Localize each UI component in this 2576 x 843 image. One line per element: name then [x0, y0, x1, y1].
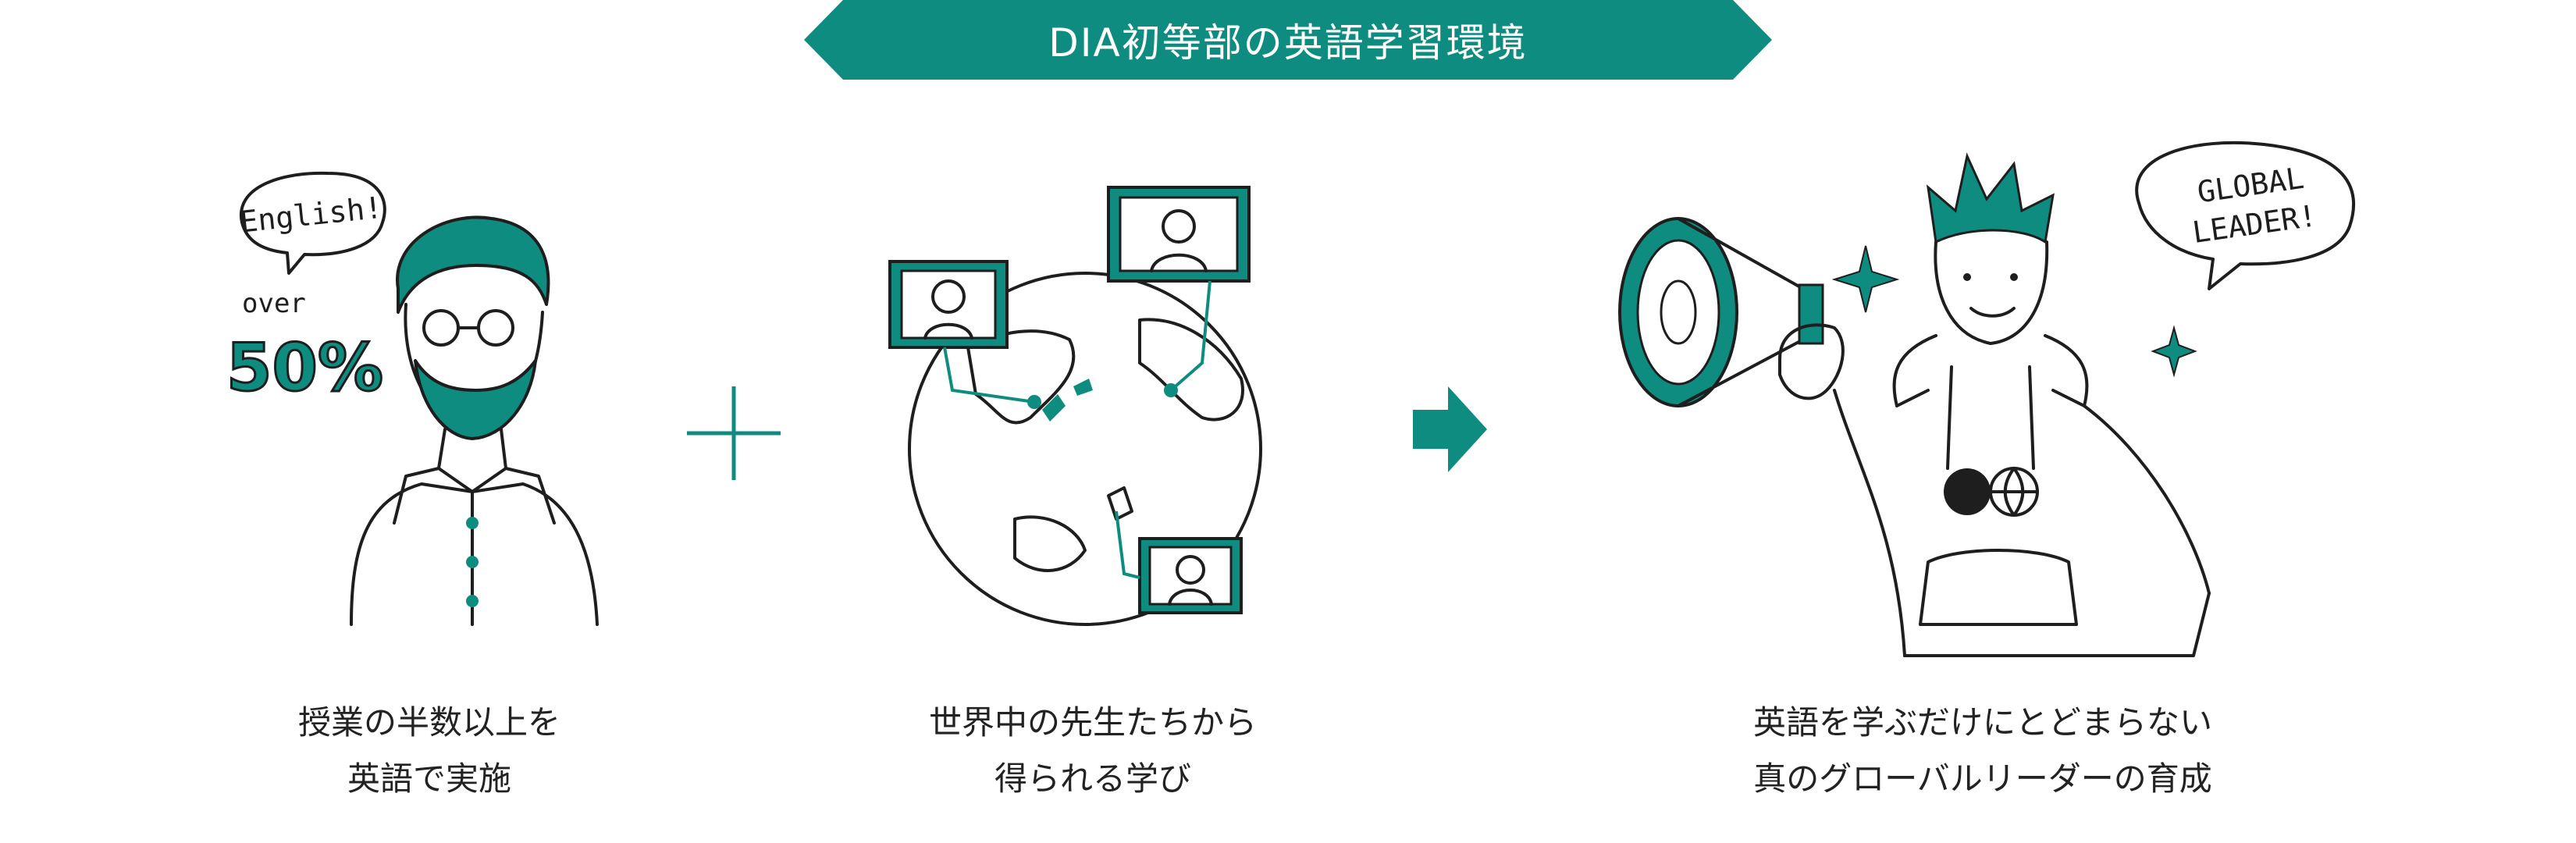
sparkle-icon: [1831, 245, 1900, 313]
leader-caption-line1: 英語を学ぶだけにとどまらない: [1752, 703, 2212, 742]
banner-shape: [804, 0, 1772, 80]
world-caption-line2: 得られる学び: [994, 759, 1191, 798]
global-leader-speech-bubble: GLOBAL LEADER!: [2135, 140, 2355, 290]
globe-icon: [908, 272, 1262, 626]
banner-title: DIA初等部の英語学習環境: [1048, 20, 1528, 66]
world-caption-line1: 世界中の先生たちから: [928, 703, 1257, 742]
plus-icon: [687, 386, 781, 480]
title-banner: DIA初等部の英語学習環境: [804, 0, 1772, 80]
leader-illustration: GLOBAL LEADER!: [1618, 140, 2355, 657]
teacher-caption-line2: 英語で実施: [347, 759, 511, 798]
teacher-caption-line1: 授業の半数以上を: [297, 703, 560, 742]
teacher-illustration: English! over 50%: [226, 171, 599, 626]
stat-prefix: over: [242, 288, 306, 319]
video-frame-left: [888, 260, 1041, 409]
megaphone-icon: [1618, 217, 1824, 407]
teacher-caption: 授業の半数以上を 英語で実施: [234, 695, 624, 807]
video-frame-bottom: [1115, 510, 1243, 614]
arrow-right-icon: [1413, 386, 1487, 472]
english-bubble-text: English!: [238, 190, 384, 240]
leader-caption: 英語を学ぶだけにとどまらない 真のグローバルリーダーの育成: [1702, 695, 2264, 807]
leader-caption-line2: 真のグローバルリーダーの育成: [1753, 759, 2212, 798]
sparkle-icon-small: [2151, 325, 2197, 378]
english-speech-bubble: English!: [238, 171, 386, 275]
globe-illustration: [888, 186, 1262, 626]
world-caption: 世界中の先生たちから 得られる学び: [866, 695, 1319, 807]
stat-value: 50%: [226, 329, 383, 406]
video-frame-top: [1107, 186, 1251, 397]
